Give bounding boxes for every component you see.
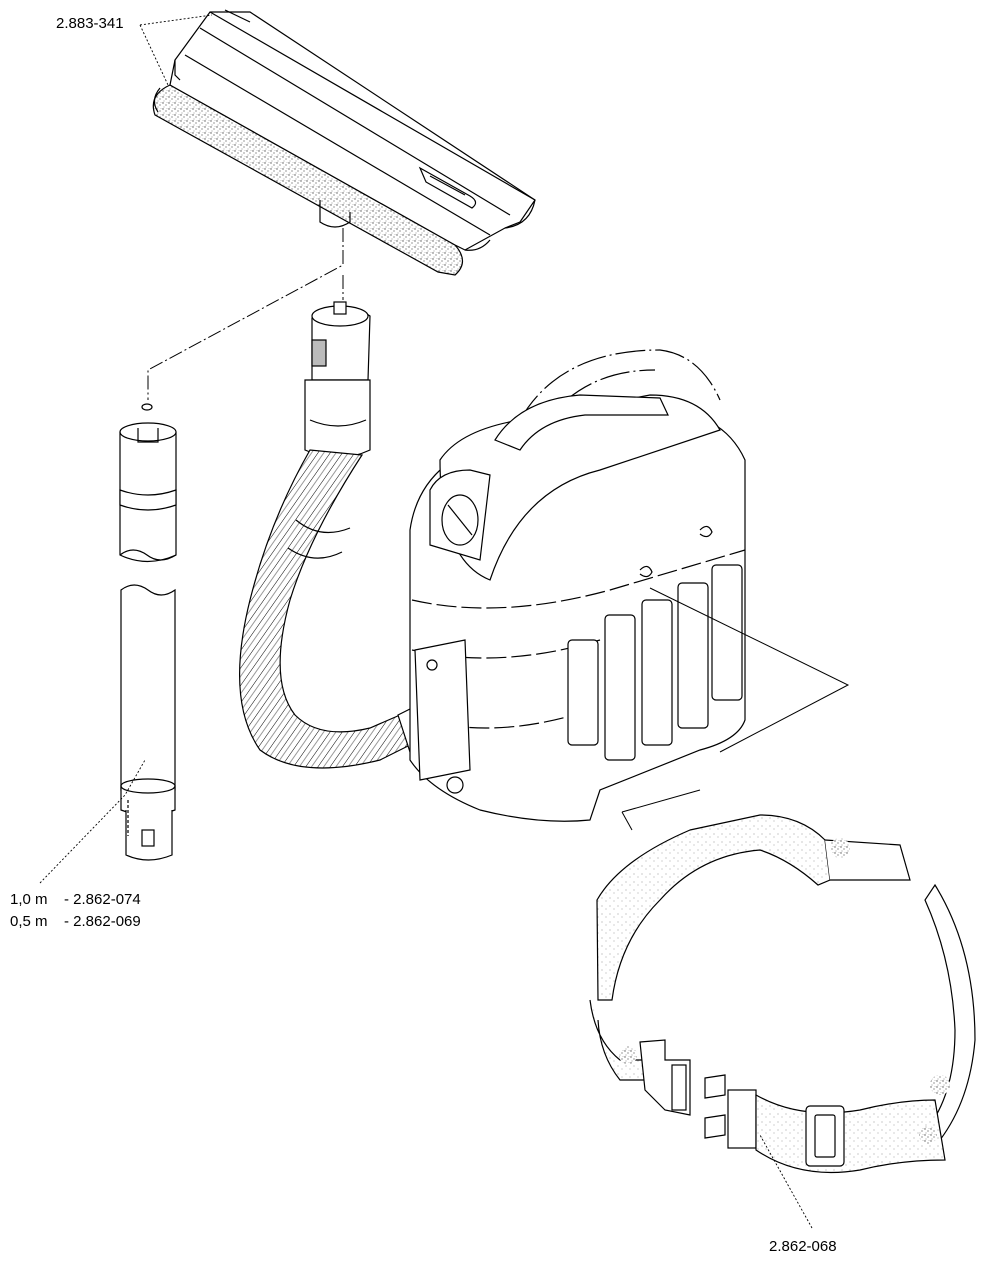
tube-length-1: 1,0 m xyxy=(10,891,48,908)
squeegee-nozzle xyxy=(152,9,536,276)
assembly-guide-lines xyxy=(147,228,344,400)
backpack-vacuum-body xyxy=(409,349,746,822)
tube-part-number-1: - 2.862-074 xyxy=(64,891,141,908)
suction-tube-lower xyxy=(120,584,176,861)
belt-part-number: 2.862-068 xyxy=(769,1238,837,1255)
squeegee-part-number: 2.883-341 xyxy=(56,15,124,32)
tube-part-number-2: - 2.862-069 xyxy=(64,913,141,930)
hip-belt xyxy=(589,814,976,1174)
belt-leader-lines xyxy=(621,587,850,831)
suction-tube-upper xyxy=(119,403,177,563)
tube-length-2: 0,5 m xyxy=(10,913,48,930)
label-leaders xyxy=(39,14,813,1229)
